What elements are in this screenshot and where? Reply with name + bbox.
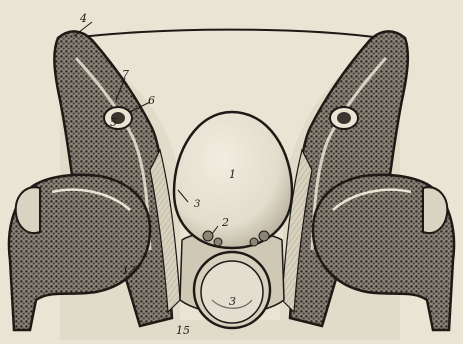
label-13: 13 (122, 264, 136, 277)
rectum-organ (194, 252, 270, 328)
label-3-lower: 3 (229, 295, 236, 308)
label-1: 1 (229, 168, 236, 181)
label-15: 15 (176, 324, 190, 337)
label-4: 4 (79, 12, 87, 25)
label-5: 5 (110, 116, 117, 129)
label-7: 7 (122, 68, 129, 81)
label-6: 6 (148, 94, 155, 107)
label-2: 2 (221, 216, 229, 229)
label-3-upper: 3 (194, 199, 200, 210)
